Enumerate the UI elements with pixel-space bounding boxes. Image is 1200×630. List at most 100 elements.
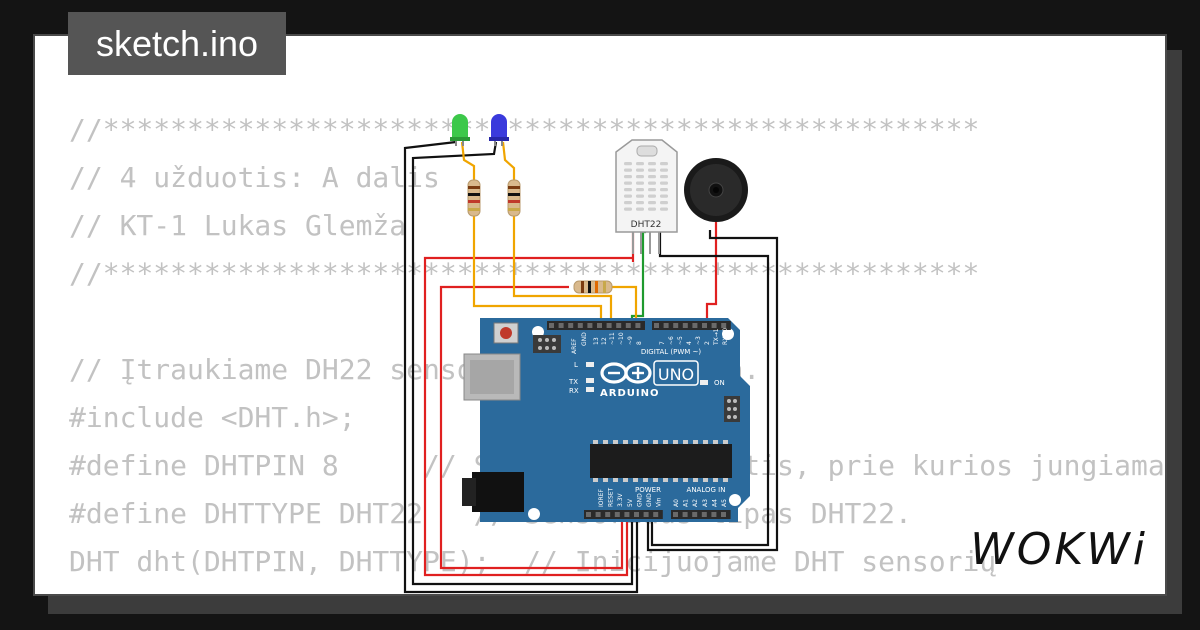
header-pin[interactable] [653, 512, 659, 517]
grille-slot [636, 207, 644, 211]
dht22-sensor[interactable]: DHT22 [615, 139, 678, 254]
header-pin[interactable] [721, 512, 726, 517]
grille-slot [636, 168, 644, 172]
header-pin[interactable] [605, 512, 611, 517]
grille-slot [660, 168, 668, 172]
grille-slot [648, 188, 656, 192]
board-on-label: ON [714, 379, 725, 387]
digital-header-high[interactable] [547, 321, 645, 330]
analog-header[interactable] [671, 510, 731, 519]
atmega-chip [590, 440, 732, 482]
header-pin[interactable] [568, 323, 574, 328]
led-green[interactable] [450, 114, 470, 146]
power-pin-label: GND [636, 493, 643, 507]
header-pin[interactable] [595, 512, 601, 517]
analog-pin-label: A5 [721, 499, 728, 507]
analog-pin-label: A3 [702, 499, 709, 507]
board-status-leds [586, 362, 708, 392]
grille-slot [636, 201, 644, 205]
header-pin[interactable] [616, 323, 622, 328]
pin-label: TX→1 [713, 328, 720, 346]
grille-slot [624, 201, 632, 205]
pin-label: ~9 [627, 336, 634, 345]
header-pin[interactable] [682, 323, 688, 328]
reset-button[interactable] [493, 322, 519, 344]
header-pin[interactable] [702, 323, 707, 328]
grille-slot [648, 168, 656, 172]
grille-slot [624, 194, 632, 198]
board-model: UNO [658, 365, 694, 384]
code-line: // KT-1 Lukas Glemža [69, 209, 407, 242]
grille-slot [636, 194, 644, 198]
header-pin[interactable] [654, 323, 659, 328]
grille-slot [660, 201, 668, 205]
analog-pin-label: A2 [692, 499, 699, 507]
aref-label: AREF [571, 338, 578, 354]
wire-buzzer-pin [705, 222, 718, 324]
grille-slot [660, 207, 668, 211]
header-pin[interactable] [701, 512, 707, 517]
resistor-pullup[interactable] [573, 280, 613, 294]
buzzer[interactable] [684, 158, 748, 222]
wire-gnd-green-led [403, 140, 639, 594]
header-pin[interactable] [614, 512, 620, 517]
power-jack [462, 472, 524, 512]
header-pin[interactable] [682, 512, 688, 517]
code-line: //**************************************… [69, 257, 980, 290]
header-pin[interactable] [634, 512, 639, 517]
header-pin[interactable] [586, 512, 591, 517]
pin-label: 4 [686, 341, 693, 345]
header-pin[interactable] [692, 512, 698, 517]
header-pin[interactable] [721, 323, 727, 328]
pin-label: ~10 [618, 332, 625, 345]
grille-slot [636, 175, 644, 179]
header-pin[interactable] [673, 323, 679, 328]
header-pin[interactable] [663, 323, 669, 328]
pin-label: 7 [659, 341, 666, 345]
grille-slot [660, 188, 668, 192]
power-pin-label: RESET [608, 487, 615, 507]
wire-5v-pullup [439, 285, 624, 570]
header-pin[interactable] [624, 512, 630, 517]
grille-slot [624, 175, 632, 179]
digital-header-low[interactable] [652, 321, 731, 330]
grille-slot [660, 162, 668, 166]
grille-slot [624, 188, 632, 192]
pin-label: ~5 [677, 336, 684, 345]
arduino-logo [600, 362, 652, 384]
header-pin[interactable] [577, 323, 583, 328]
grille-slot [636, 188, 644, 192]
header-pin[interactable] [558, 323, 564, 328]
header-pin[interactable] [711, 323, 717, 328]
icsp-header-top [533, 335, 561, 353]
analog-label: ANALOG IN [687, 486, 726, 494]
header-pin[interactable] [549, 323, 554, 328]
header-pin[interactable] [625, 323, 631, 328]
pin-label: 12 [601, 337, 608, 345]
resistor-green-led[interactable] [467, 179, 481, 217]
header-pin[interactable] [587, 323, 593, 328]
wire-pullup-data [610, 285, 638, 326]
filename-tab[interactable]: sketch.ino [68, 12, 286, 75]
led-blue[interactable] [489, 114, 509, 146]
wire-led-green-signal [460, 141, 603, 326]
header-pin[interactable] [597, 323, 602, 328]
header-pin[interactable] [711, 512, 717, 517]
resistor-blue-led[interactable] [507, 179, 521, 217]
header-pin[interactable] [643, 512, 649, 517]
header-pin[interactable] [692, 323, 698, 328]
grille-slot [624, 181, 632, 185]
grille-slot [624, 162, 632, 166]
header-pin[interactable] [606, 323, 612, 328]
grille-slot [648, 175, 656, 179]
power-header[interactable] [584, 510, 663, 519]
grille-slot [624, 168, 632, 172]
grille-slot [648, 181, 656, 185]
header-pin[interactable] [673, 512, 678, 517]
header-pin[interactable] [635, 323, 641, 328]
pin-label: ~3 [695, 336, 702, 345]
icsp-header-right [724, 396, 740, 422]
